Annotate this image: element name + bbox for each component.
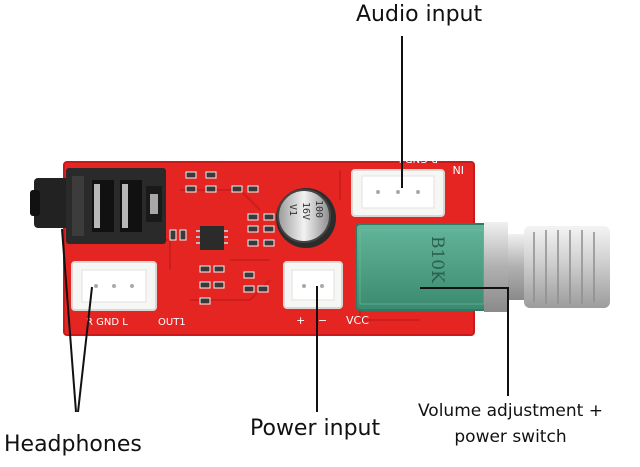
audio-input-tag: IN [453,163,464,176]
power-input-callout: Power input [250,416,381,441]
capacitor-value: 100 [313,200,324,218]
headphone-jack [30,168,166,244]
ic-chip [196,226,228,250]
capacitor-voltage: 16V [300,202,311,220]
audio-input-label: R GND L [396,153,438,164]
power-plus-label: + [296,314,305,327]
headphones-pointer-left [61,228,77,413]
potentiometer-label: B10K [427,236,447,283]
volume-callout: Volume adjustment + power switch [418,398,603,450]
headphones-callout: Headphones [4,432,142,457]
output-connector [71,261,157,311]
potentiometer [355,222,610,312]
output-connector-tag: OUT1 [158,317,186,328]
power-connector [283,261,343,309]
volume-pointer [420,287,509,396]
power-minus-label: − [318,314,327,327]
power-vcc-label: VCC [346,314,369,327]
headphones-pointer-right [77,286,93,413]
volume-callout-line1: Volume adjustment + [418,401,603,421]
callout-lines [61,36,509,413]
audio-input-connector [351,169,445,217]
audio-input-callout: Audio input [356,2,483,27]
smd-components [169,171,275,305]
capacitor-series: V1 [287,204,298,216]
output-connector-label: R GND L [86,317,128,328]
volume-callout-line2: power switch [454,427,567,447]
electrolytic-capacitor [276,188,336,248]
